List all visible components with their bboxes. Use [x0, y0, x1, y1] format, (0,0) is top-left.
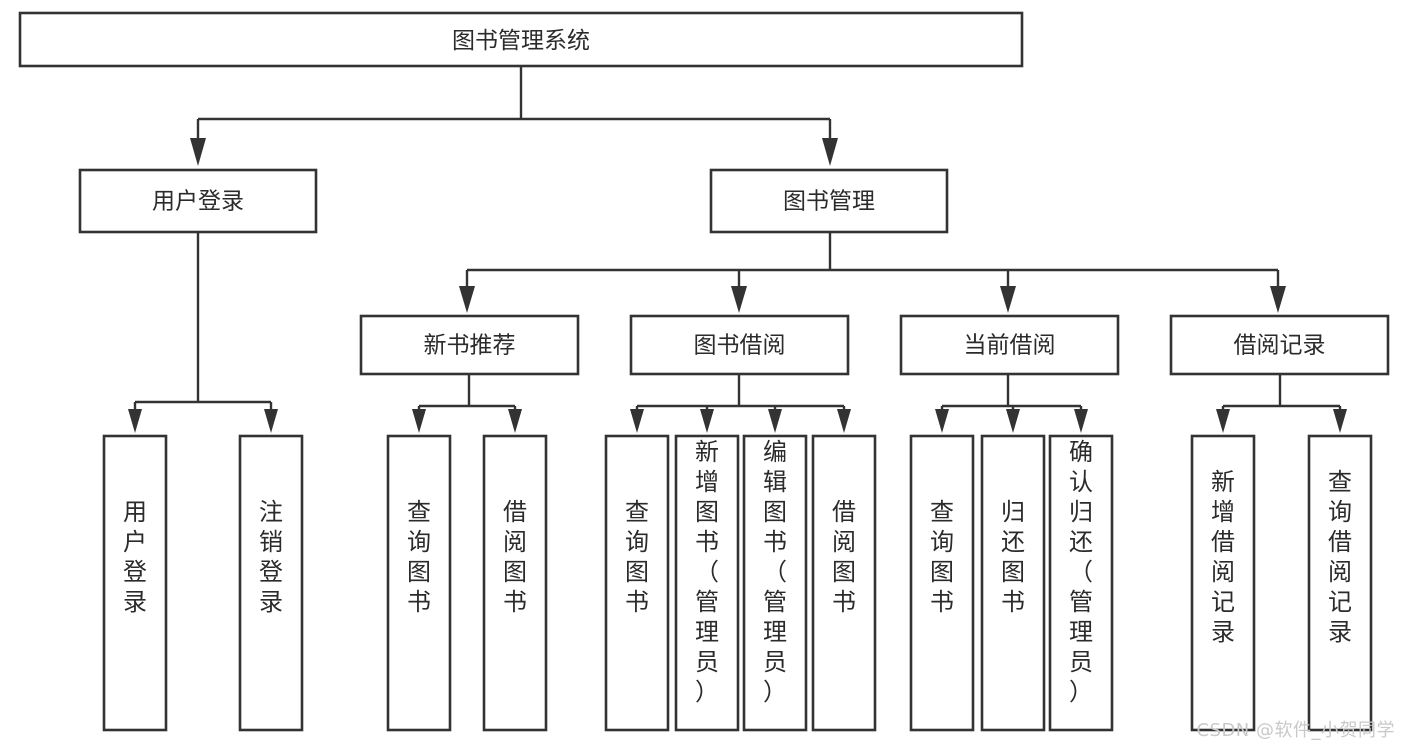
- arrow-head-icon: [128, 409, 142, 433]
- node-current-borrow-label: 当前借阅: [964, 333, 1056, 359]
- node-new-book-recommend-label: 新书推荐: [424, 333, 516, 359]
- node-leaf-add-borrow-record-box[interactable]: [1190, 434, 1256, 732]
- connector-group-new-books: [412, 374, 522, 433]
- node-leaf-edit-book-admin[interactable]: 编辑图书（管理员）: [742, 434, 808, 732]
- arrow-head-icon: [1216, 409, 1230, 433]
- node-borrow-records[interactable]: 借阅记录: [1169, 314, 1390, 376]
- node-user-login-label: 用户登录: [152, 189, 244, 215]
- node-book-borrow-box[interactable]: [629, 314, 850, 376]
- node-leaf-add-book-admin[interactable]: 新增图书（管理员）: [674, 434, 740, 732]
- arrow-head-icon: [630, 409, 644, 433]
- node-borrow-records-label: 借阅记录: [1234, 333, 1326, 359]
- node-leaf-add-book-admin-box[interactable]: [674, 434, 740, 732]
- node-leaf-query-books-c-box[interactable]: [909, 434, 975, 732]
- node-leaf-borrow-books-b-label: 借阅图书: [832, 498, 856, 616]
- node-leaf-return-books-box[interactable]: [980, 434, 1046, 732]
- node-leaf-query-books-c-label: 查询图书: [930, 498, 954, 616]
- node-leaf-user-login-box[interactable]: [102, 434, 168, 732]
- node-leaf-confirm-return-admin-box[interactable]: [1048, 434, 1114, 732]
- node-leaf-user-login-label: 用户登录: [123, 498, 147, 616]
- node-leaf-query-books-c[interactable]: 查询图书: [909, 434, 975, 732]
- watermark-text: CSDN @软件_小贺同学: [1196, 720, 1395, 741]
- node-leaf-logout[interactable]: 注销登录: [238, 434, 304, 732]
- arrow-head-icon: [1333, 409, 1347, 433]
- node-leaf-query-books-b-label: 查询图书: [625, 498, 649, 616]
- node-root-system[interactable]: 图书管理系统: [18, 11, 1024, 68]
- node-leaf-return-books-label: 归还图书: [1001, 498, 1025, 616]
- arrow-head-icon: [768, 409, 782, 433]
- node-current-borrow-box[interactable]: [899, 314, 1120, 376]
- connector-group-book-borrow: [630, 374, 851, 433]
- node-leaf-user-login[interactable]: 用户登录: [102, 434, 168, 732]
- arrow-head-icon: [700, 409, 714, 433]
- node-new-book-recommend-box[interactable]: [359, 314, 580, 376]
- node-leaf-query-books-a-box[interactable]: [386, 434, 452, 732]
- node-user-login[interactable]: 用户登录: [78, 168, 318, 234]
- node-leaf-add-borrow-record[interactable]: 新增借阅记录: [1190, 434, 1256, 732]
- node-root-system-label: 图书管理系统: [452, 28, 590, 54]
- node-leaf-borrow-books-b[interactable]: 借阅图书: [811, 434, 877, 732]
- node-leaf-return-books[interactable]: 归还图书: [980, 434, 1046, 732]
- arrow-head-icon: [264, 409, 278, 433]
- node-leaf-edit-book-admin-box[interactable]: [742, 434, 808, 732]
- node-leaf-borrow-books-b-box[interactable]: [811, 434, 877, 732]
- arrow-head-icon: [731, 286, 747, 313]
- node-current-borrow[interactable]: 当前借阅: [899, 314, 1120, 376]
- node-leaf-confirm-return-admin-label: 确认归还（管理员）: [1069, 438, 1093, 706]
- arrow-head-icon: [1006, 409, 1020, 433]
- connector-group-user-login: [128, 232, 278, 433]
- node-leaf-query-borrow-record[interactable]: 查询借阅记录: [1307, 434, 1373, 732]
- arrow-head-icon: [459, 286, 475, 313]
- connector-group-root: [190, 66, 838, 166]
- node-leaf-query-books-a[interactable]: 查询图书: [386, 434, 452, 732]
- node-leaf-query-books-b-box[interactable]: [604, 434, 670, 732]
- node-new-book-recommend[interactable]: 新书推荐: [359, 314, 580, 376]
- node-leaf-query-books-a-label: 查询图书: [407, 498, 431, 616]
- arrow-head-icon: [190, 138, 206, 166]
- arrow-head-icon: [412, 409, 426, 433]
- arrow-head-icon: [1270, 286, 1286, 313]
- connector-group-current-borrow: [935, 374, 1088, 433]
- node-leaf-borrow-books-a-box[interactable]: [482, 434, 548, 732]
- arrow-head-icon: [1074, 409, 1088, 433]
- node-book-borrow-label: 图书借阅: [694, 333, 786, 359]
- node-root-system-box[interactable]: [18, 11, 1024, 68]
- node-book-borrow[interactable]: 图书借阅: [629, 314, 850, 376]
- arrow-head-icon: [1000, 286, 1016, 313]
- arrow-head-icon: [822, 138, 838, 166]
- connector-group-borrow-records: [1216, 374, 1347, 433]
- node-leaf-query-borrow-record-label: 查询借阅记录: [1328, 468, 1352, 646]
- connector-group-book-mgmt: [459, 232, 1286, 313]
- node-leaf-borrow-books-a-label: 借阅图书: [503, 498, 527, 616]
- node-book-management-box[interactable]: [709, 168, 949, 234]
- arrow-head-icon: [935, 409, 949, 433]
- node-leaf-logout-box[interactable]: [238, 434, 304, 732]
- node-leaf-add-book-admin-label: 新增图书（管理员）: [695, 438, 719, 706]
- node-book-management-label: 图书管理: [783, 189, 875, 215]
- node-leaf-query-books-b[interactable]: 查询图书: [604, 434, 670, 732]
- node-leaf-logout-label: 注销登录: [259, 498, 283, 616]
- node-leaf-edit-book-admin-label: 编辑图书（管理员）: [763, 438, 787, 706]
- node-book-management[interactable]: 图书管理: [709, 168, 949, 234]
- node-leaf-add-borrow-record-label: 新增借阅记录: [1211, 468, 1235, 646]
- node-leaf-confirm-return-admin[interactable]: 确认归还（管理员）: [1048, 434, 1114, 732]
- node-leaf-borrow-books-a[interactable]: 借阅图书: [482, 434, 548, 732]
- arrow-head-icon: [837, 409, 851, 433]
- arrow-head-icon: [508, 409, 522, 433]
- node-leaf-query-borrow-record-box[interactable]: [1307, 434, 1373, 732]
- node-borrow-records-box[interactable]: [1169, 314, 1390, 376]
- node-user-login-box[interactable]: [78, 168, 318, 234]
